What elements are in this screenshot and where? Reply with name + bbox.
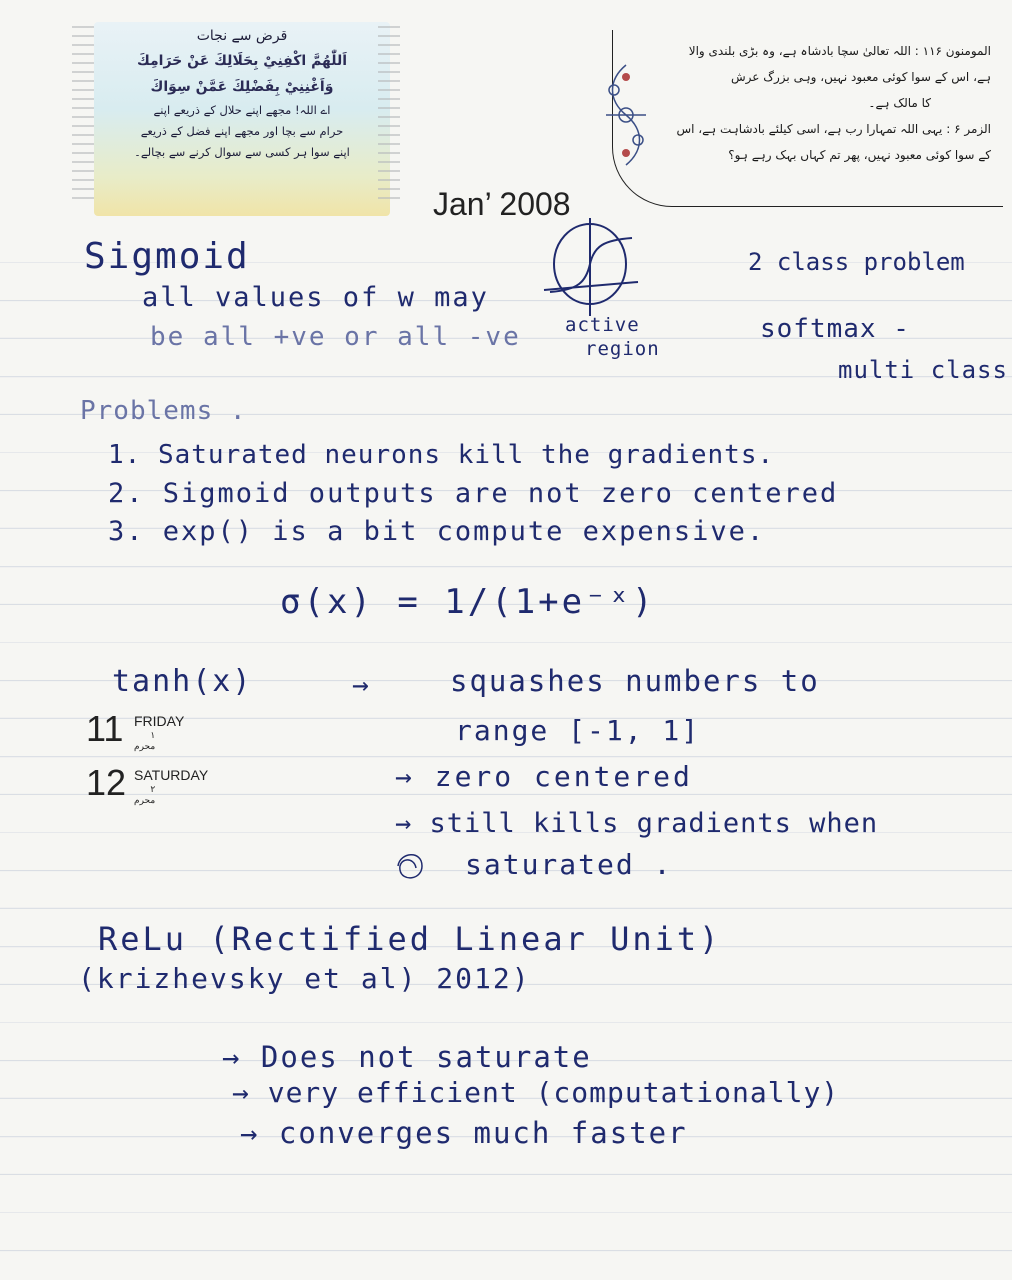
- side-note: 2 class problem: [748, 248, 965, 276]
- problem-item: 3. exp() is a bit compute expensive.: [108, 516, 766, 547]
- side-note: multi class: [838, 356, 1008, 384]
- relu-credit: (krizhevsky et al) 2012): [78, 962, 531, 995]
- scribble-icon: [397, 854, 423, 879]
- hijri-date: ۲ محرم: [134, 784, 156, 805]
- dua-urdu-line: اے اللہ! مجھے اپنے حلال کے ذریعے اپنے: [153, 103, 331, 117]
- tanh-note: → still kills gradients when: [395, 808, 879, 839]
- sigmoid-sketch-icon: [543, 218, 639, 316]
- verse-line: الزمر ۶ : یہی اللہ تمہارا رب ہے، اسی کیل…: [676, 122, 991, 136]
- verse-line: کا مالک ہے۔: [868, 96, 931, 110]
- side-note: softmax -: [760, 314, 910, 344]
- arrow-icon: →: [352, 668, 371, 701]
- hijri-date: ۱ محرم: [134, 730, 156, 751]
- problems-heading: Problems .: [80, 396, 247, 426]
- problem-item: 2. Sigmoid outputs are not zero centered: [108, 478, 839, 509]
- tanh-label: tanh(x): [112, 664, 253, 699]
- relu-point: → Does not saturate: [222, 1040, 592, 1074]
- dua-box: قرض سے نجات اَللّٰهُمَّ اكْفِنِيْ بِحَلَ…: [94, 22, 390, 216]
- dua-arabic-line: اَللّٰهُمَّ اكْفِنِيْ بِحَلَالِكَ عَنْ ح…: [136, 53, 348, 69]
- floral-ornament-icon: [606, 64, 646, 166]
- day-marker: 12 SATURDAY ۲ محرم: [86, 762, 208, 805]
- decorative-lines-right: [378, 26, 400, 206]
- problem-item: 1. Saturated neurons kill the gradients.: [108, 440, 775, 470]
- tanh-note: squashes numbers to: [450, 664, 820, 698]
- day-number: 12: [86, 762, 127, 803]
- dua-arabic-line: وَاَغْنِنِيْ بِفَضْلِكَ عَمَّنْ سِوَاكَ: [150, 79, 334, 95]
- dua-urdu-line: حرام سے بچا اور مجھے اپنے فضل کے ذریعے: [140, 124, 344, 138]
- sigmoid-heading: Sigmoid: [84, 236, 250, 277]
- sketch-label: region: [585, 338, 660, 360]
- month-label: Jan’ 2008: [433, 186, 571, 222]
- sketch-label: active: [565, 314, 640, 336]
- sigmoid-note-line: all values of w may: [142, 282, 489, 313]
- tanh-note: saturated .: [465, 848, 673, 881]
- dua-title: قرض سے نجات: [196, 28, 288, 44]
- sigmoid-formula: σ(x) = 1/(1+e⁻ˣ): [280, 582, 656, 622]
- day-marker: 11 FRIDAY ۱ محرم: [86, 708, 184, 751]
- relu-point: → very efficient (computationally): [232, 1076, 840, 1109]
- verse-line: ہے، اس کے سوا کوئی معبود نہیں، وہی بزرگ …: [731, 70, 991, 84]
- tanh-note: range [-1, 1]: [455, 714, 701, 747]
- decorative-lines-left: [72, 26, 94, 206]
- verse-box: المومنون ۱۱۶ : اللہ تعالیٰ سچا بادشاہ ہے…: [612, 30, 1003, 207]
- relu-heading: ReLu (Rectified Linear Unit): [98, 920, 722, 958]
- day-name: FRIDAY: [134, 713, 185, 729]
- relu-point: → converges much faster: [240, 1116, 688, 1150]
- day-number: 11: [86, 708, 124, 749]
- tanh-note: → zero centered: [395, 760, 693, 793]
- sigmoid-note-line: be all +ve or all -ve: [150, 322, 521, 352]
- day-name: SATURDAY: [134, 767, 209, 783]
- verse-line: المومنون ۱۱۶ : اللہ تعالیٰ سچا بادشاہ ہے…: [688, 44, 991, 58]
- verse-line: کے سوا کوئی معبود نہیں، پھر تم کہاں بہک …: [728, 148, 991, 162]
- dua-urdu-line: اپنے سوا ہر کسی سے سوال کرنے سے بچالے۔: [134, 145, 350, 159]
